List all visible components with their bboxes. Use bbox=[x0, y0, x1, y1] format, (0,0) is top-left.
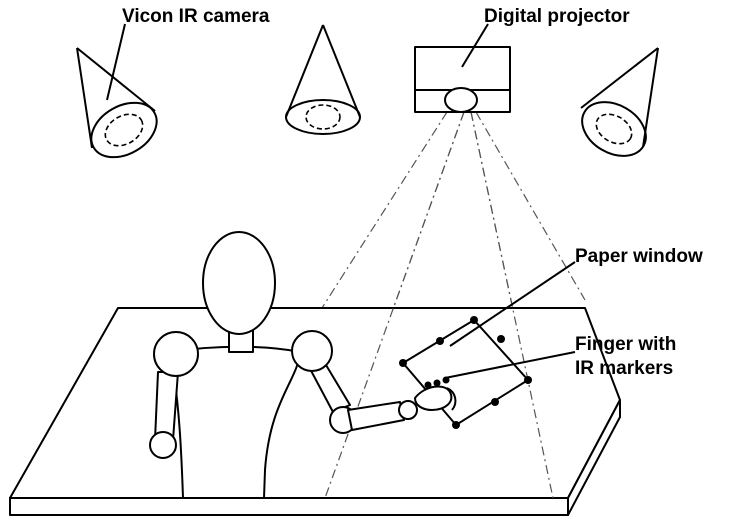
projector-label: Digital projector bbox=[484, 6, 630, 27]
projector-icon bbox=[414, 46, 511, 113]
camera-label: Vicon IR camera bbox=[122, 6, 270, 27]
camera-cone-icon bbox=[76, 47, 158, 159]
paper-window-outline bbox=[399, 316, 532, 429]
camera-cone-icon bbox=[285, 24, 361, 135]
finger-label-line2: IR markers bbox=[575, 358, 673, 379]
leader-lines bbox=[106, 23, 576, 379]
finger-label-line1: Finger with bbox=[575, 334, 676, 355]
mannequin-figure bbox=[149, 231, 457, 499]
paper-window-label: Paper window bbox=[575, 246, 703, 267]
camera-cone-icon bbox=[580, 47, 659, 157]
